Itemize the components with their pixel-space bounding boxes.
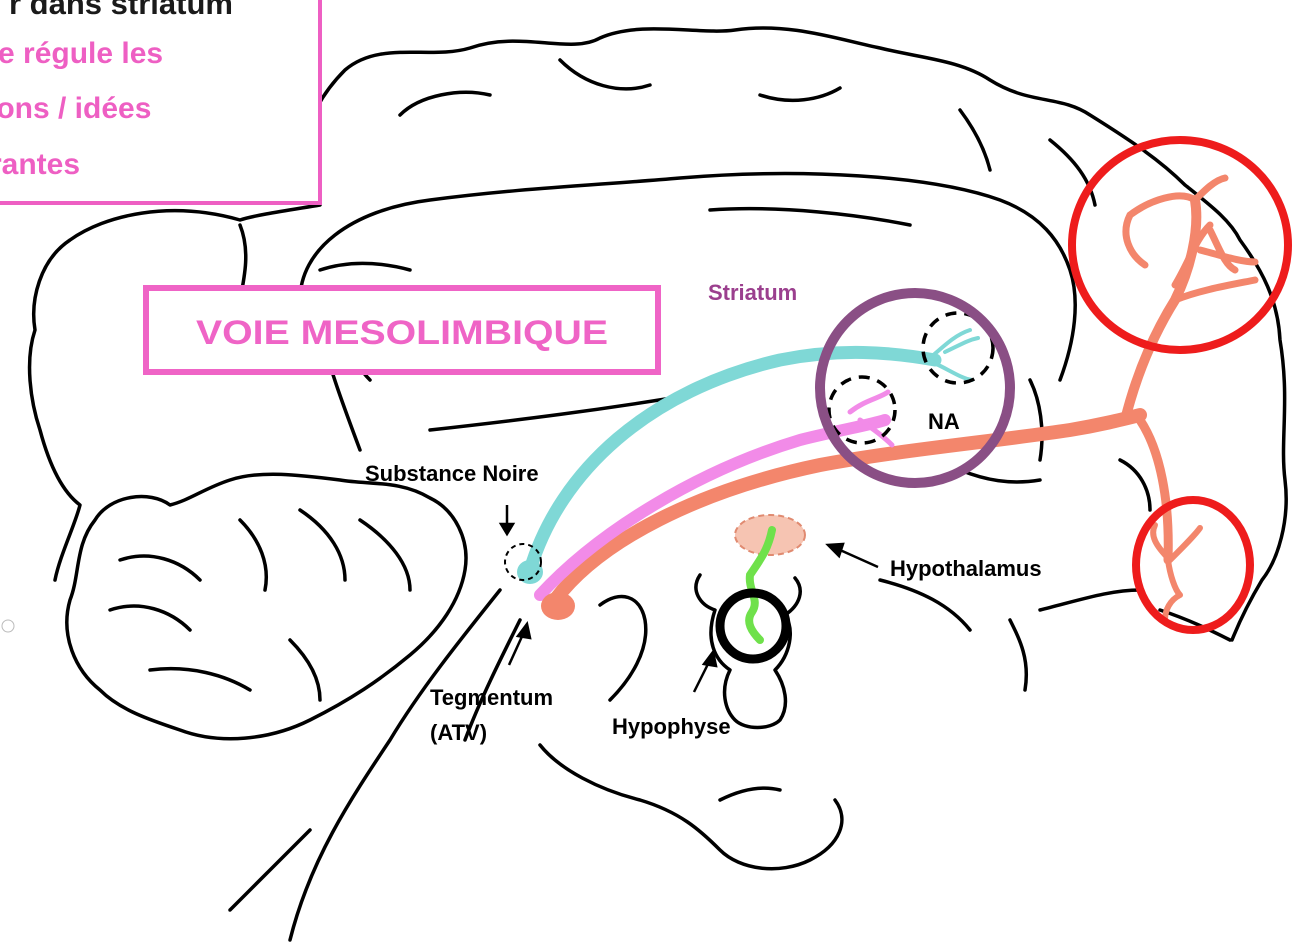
hypophyse-arrow xyxy=(694,652,716,692)
tegmentum-cell xyxy=(541,592,575,620)
title-box: VOIE MESOLIMBIQUE xyxy=(146,288,658,372)
label-striatum: Striatum xyxy=(708,280,797,305)
label-substance-noire: Substance Noire xyxy=(365,461,539,486)
label-hypophyse: Hypophyse xyxy=(612,714,731,739)
mesocortical-branch-up xyxy=(1125,200,1196,420)
label-tegmentum-atv: (ATV) xyxy=(430,720,487,745)
dopamine-pathways xyxy=(517,178,1255,640)
hypothalamus-arrow xyxy=(828,544,878,567)
label-na: NA xyxy=(928,409,960,434)
substance-noire-arrow xyxy=(501,505,513,534)
info-box-line-4: rantes xyxy=(0,148,80,181)
prefrontal-highlight-circle xyxy=(1072,140,1288,350)
info-box: r dans striatum e régule les ions / idée… xyxy=(0,0,320,203)
info-box-line-3: ions / idées xyxy=(0,92,151,125)
label-hypothalamus: Hypothalamus xyxy=(890,556,1042,581)
title-box-text: VOIE MESOLIMBIQUE xyxy=(196,314,608,352)
info-box-line-1: r dans striatum xyxy=(9,0,233,21)
tegmentum-arrow xyxy=(509,624,530,665)
info-box-line-2: e régule les xyxy=(0,37,163,70)
label-tegmentum: Tegmentum xyxy=(430,685,553,710)
mesocortical-dendrite-lower xyxy=(1153,525,1200,620)
highlight-circles xyxy=(720,140,1288,659)
orbitofrontal-highlight-circle xyxy=(1136,500,1250,630)
na-dashed-circle xyxy=(829,377,895,443)
